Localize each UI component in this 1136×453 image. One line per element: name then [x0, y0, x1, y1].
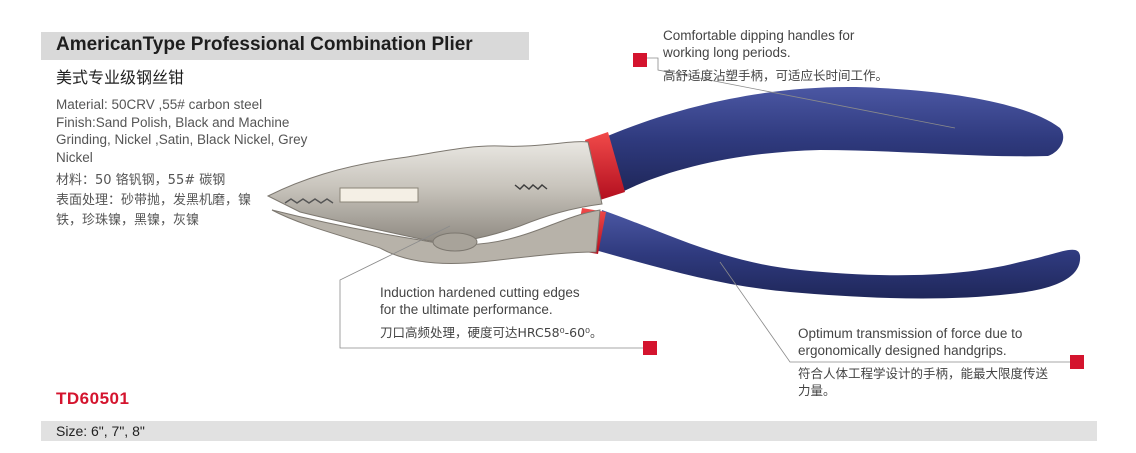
- model-number: TD60501: [56, 389, 130, 408]
- callout-edges-cn: 刀口高频处理，硬度可达HRC58⁰-60⁰。: [380, 325, 603, 340]
- leader-grips: [719, 261, 1070, 363]
- marker-edges: [643, 341, 657, 355]
- upper-handle-red-band: [585, 132, 625, 200]
- pivot: [432, 232, 478, 252]
- cutter-teeth: [514, 184, 548, 190]
- material-text-cn: 材料：50 铬钒钢，55# 碳钢: [56, 173, 226, 188]
- spec-block: Material: 50CRV ,55# carbon steel Finish…: [56, 96, 326, 166]
- plier-head: [266, 141, 603, 243]
- jaw-teeth: [284, 198, 334, 204]
- callout-grips-cn: 符合人体工程学设计的手柄，能最大限度传送力量。: [798, 366, 1049, 398]
- product-title-cn: 美式专业级钢丝钳: [56, 68, 185, 87]
- material-text: Material: 50CRV ,55# carbon steel: [56, 97, 263, 112]
- callout-handles-cn: 高舒适度沾塑手柄，可适应长时间工作。: [663, 68, 889, 83]
- lower-handle: [595, 210, 1081, 299]
- plier-head-lower: [271, 209, 601, 264]
- callout-grips: Optimum transmission of force due to erg…: [798, 325, 1058, 399]
- size-bar: [41, 421, 1097, 441]
- leader-edges: [339, 225, 650, 349]
- jaw-window: [339, 187, 419, 203]
- title-bar: [41, 32, 529, 60]
- upper-handle: [603, 87, 1064, 192]
- marker-handles: [633, 53, 647, 67]
- callout-edges: Induction hardened cutting edges for the…: [380, 284, 603, 341]
- product-title: AmericanType Professional Combination Pl…: [56, 34, 473, 55]
- callout-handles-en: Comfortable dipping handles for working …: [663, 28, 855, 60]
- callout-grips-en: Optimum transmission of force due to erg…: [798, 326, 1023, 358]
- leader-handles: [647, 57, 956, 129]
- size-label: Size: 6", 7", 8": [56, 423, 145, 439]
- callout-edges-en: Induction hardened cutting edges for the…: [380, 285, 580, 317]
- finish-text: Finish:Sand Polish, Black and Machine Gr…: [56, 114, 308, 165]
- finish-text-cn: 表面处理：砂带抛，发黑机磨，镍铁，珍珠镍，黑镍，灰镍: [56, 193, 252, 228]
- marker-grips: [1070, 355, 1084, 369]
- spec-block-cn: 材料：50 铬钒钢，55# 碳钢 表面处理：砂带抛，发黑机磨，镍铁，珍珠镍，黑镍…: [56, 171, 276, 231]
- callout-handles: Comfortable dipping handles for working …: [663, 27, 888, 84]
